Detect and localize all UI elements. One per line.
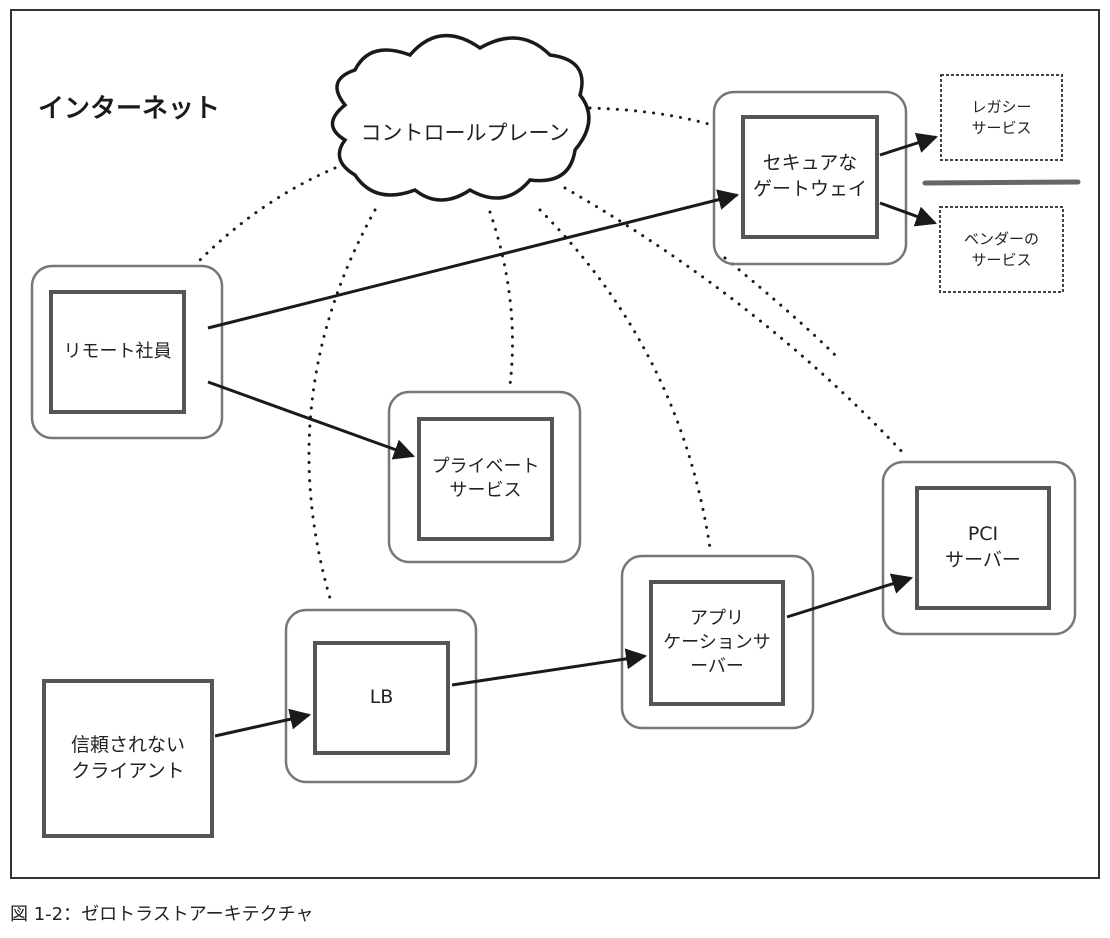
private-service-label: プライベート サービス <box>431 455 540 501</box>
dotted-link-remote-worker <box>196 166 337 264</box>
arrow-gateway-to-vendor <box>879 201 937 227</box>
private-service-container <box>387 390 582 564</box>
arrow-gateway-to-legacy <box>879 132 938 157</box>
private-service-box[interactable] <box>417 417 554 541</box>
gateway-box[interactable] <box>741 115 879 239</box>
pci-server-box[interactable] <box>915 486 1051 610</box>
dotted-link-app-server <box>538 208 712 550</box>
app-server-container <box>620 554 815 730</box>
dotted-link-private-service <box>488 210 514 387</box>
gateway-label: セキュアな ゲートウェイ <box>752 152 867 200</box>
vendor-service-label: ベンダーの サービス <box>963 230 1039 269</box>
remote-worker-container <box>30 264 224 440</box>
remote-worker-label: リモート社員 <box>63 340 172 362</box>
lb-container <box>284 608 478 784</box>
legacy-service-label: レガシー サービス <box>971 98 1032 137</box>
legacy-service-box[interactable] <box>940 74 1063 161</box>
vendor-service-box[interactable] <box>939 206 1064 293</box>
cloud-icon <box>330 33 591 202</box>
arrow-app-server-to-pci <box>786 573 914 619</box>
lb-label: LB <box>369 686 394 709</box>
region-label: インターネット <box>38 94 221 124</box>
arrow-remote-worker-to-gateway <box>207 189 740 330</box>
external-divider <box>922 179 1081 186</box>
arrow-lb-to-app-server <box>451 648 648 687</box>
pci-server-label: PCI サーバー <box>945 523 1021 571</box>
gateway-container <box>712 90 908 266</box>
dotted-link-gateway-lower <box>723 256 837 357</box>
untrusted-client-label: 信頼されない クライアント <box>70 733 185 782</box>
app-server-label: アプリ ケーションサーバー <box>663 607 771 678</box>
remote-worker-box[interactable] <box>49 290 186 414</box>
arrow-client-to-lb <box>214 708 312 738</box>
untrusted-client-box[interactable] <box>42 679 214 838</box>
app-server-box[interactable] <box>649 580 785 706</box>
dotted-link-gateway <box>588 106 714 127</box>
control-plane-label[interactable]: コントロールプレーン <box>360 120 570 145</box>
figure-caption: 図 1-2：ゼロトラストアーキテクチャ <box>10 904 314 925</box>
pci-server-container <box>881 460 1077 636</box>
arrow-remote-worker-to-private-service <box>207 380 415 460</box>
dotted-link-lb <box>307 208 377 607</box>
lb-box[interactable] <box>313 641 450 755</box>
